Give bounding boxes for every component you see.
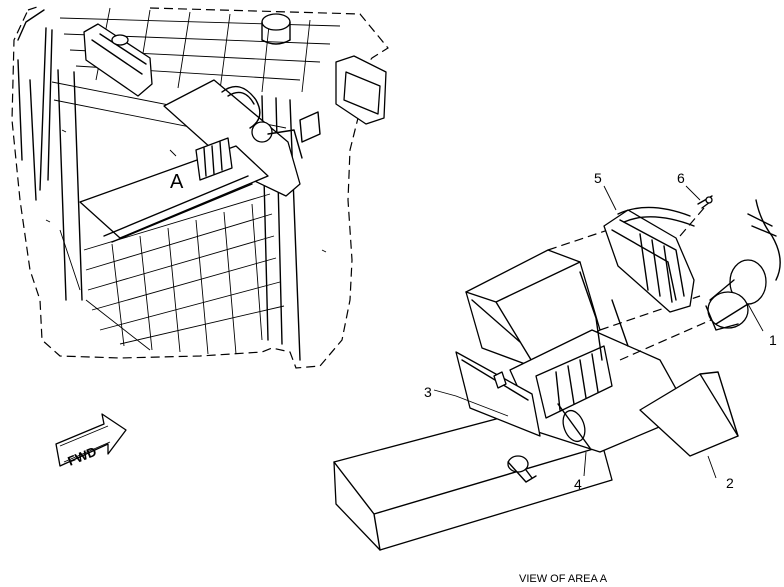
exploded-panel-assembly <box>333 195 781 551</box>
callout-6: 6 <box>677 170 685 186</box>
view-caption: VIEW OF AREA A <box>519 573 608 585</box>
forward-direction-arrow-icon <box>55 413 127 467</box>
callout-5: 5 <box>594 170 602 186</box>
callout-2: 2 <box>726 475 734 491</box>
callout-3: 3 <box>424 384 432 400</box>
area-callout-label: A <box>170 171 184 193</box>
callout-leader-lines <box>433 185 764 479</box>
callout-4: 4 <box>574 476 582 492</box>
machine-cab-illustration <box>11 5 389 369</box>
callout-1: 1 <box>769 332 777 348</box>
